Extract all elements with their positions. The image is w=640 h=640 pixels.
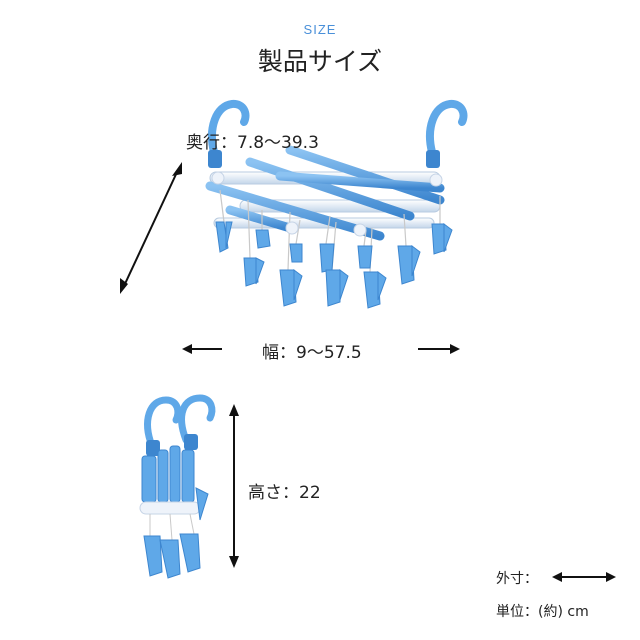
depth-dimension-label: 奥行：7.8〜39.3	[186, 133, 319, 153]
page-title: 製品サイズ	[257, 47, 383, 76]
outer-size-legend-label: 外寸：	[496, 571, 538, 587]
width-dimension-label: 幅：9〜57.5	[262, 343, 362, 363]
section-label-en: SIZE	[303, 22, 337, 37]
height-dimension-label: 高さ：22	[248, 483, 321, 503]
unit-legend-label: 単位：(約) cm	[496, 604, 589, 620]
